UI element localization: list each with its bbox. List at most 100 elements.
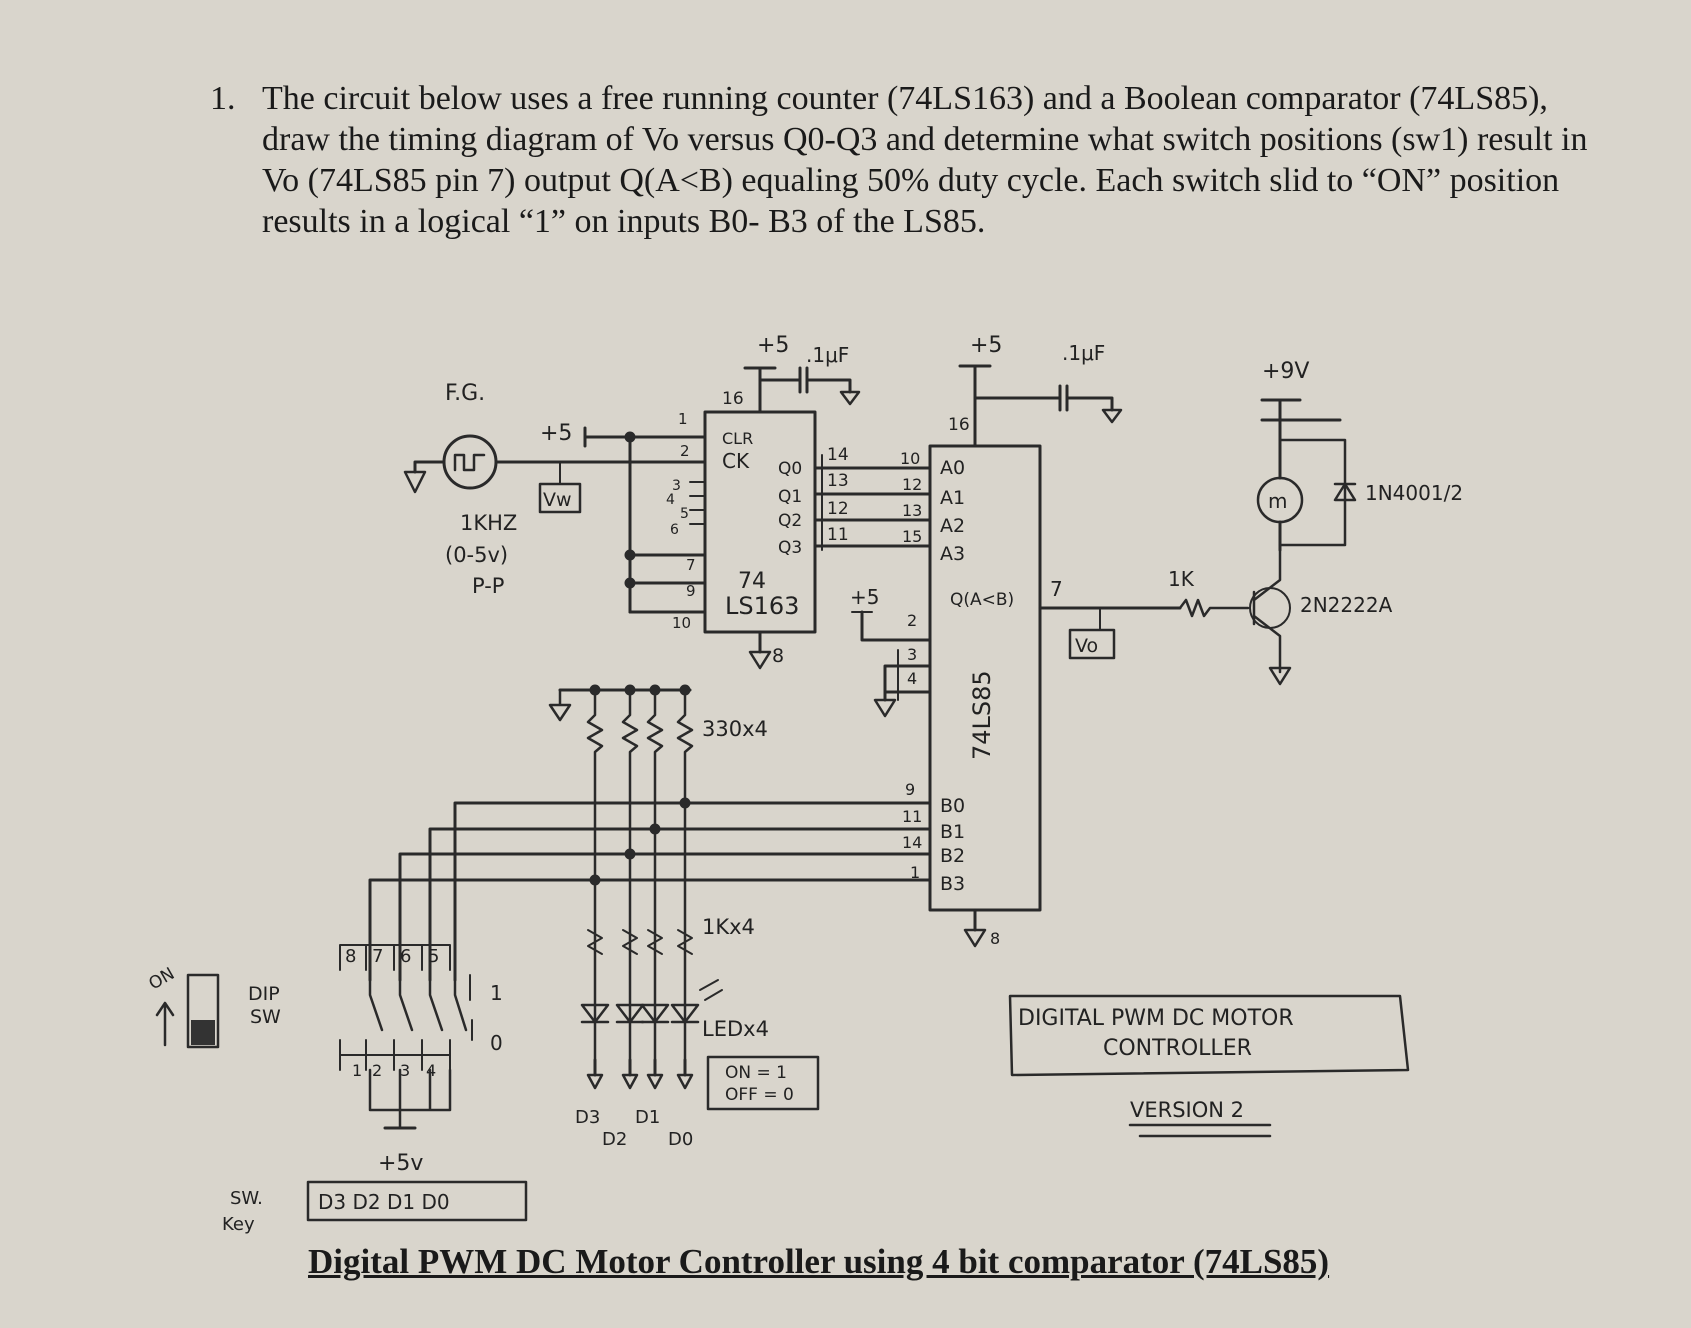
counter-pin-1: 1 [678,410,688,428]
led-key-on: ON = 1 [725,1063,787,1083]
dip-pin-5: 5 [428,946,439,967]
fg-label: F.G. [445,381,485,406]
counter-out-pin-11: 11 [827,525,849,545]
comparator-b3: B3 [940,873,965,895]
comparator-a-pin-15: 15 [902,527,922,546]
comparator-a-pin-12: 12 [902,475,922,494]
counter-out-pin-12: 12 [827,499,849,519]
comparator-b2: B2 [940,845,965,867]
comparator-b-pin-11: 11 [902,807,922,826]
question-number: 1. [210,80,236,117]
dip-zero: 0 [490,1031,503,1055]
motor-symbol: m [1268,489,1287,513]
counter-gnd-pin: 8 [772,645,784,667]
dip-label-1: DIP [248,983,280,1005]
fg-amplitude: (0-5v) [445,543,508,567]
dip-pin-2: 2 [372,1061,382,1080]
dip-pin-6: 6 [400,946,411,967]
counter-cap: .1μF [806,343,849,367]
version-label: VERSION 2 [1130,1098,1244,1122]
counter-pin-4: 4 [666,492,675,508]
function-generator: F.G. +5 Vw 1KHZ (0-5v) P-P [403,381,707,598]
counter-pin-6: 6 [670,522,679,538]
comparator-b0: B0 [940,795,965,817]
b-bus [368,797,932,982]
comparator-a2: A2 [940,515,965,537]
dip-pin-7: 7 [372,946,383,967]
counter-q1: Q1 [778,487,802,507]
comparator-b1: B1 [940,821,965,843]
counter-vcc-pin: 16 [722,389,744,409]
comparator-gnd-pin: 8 [990,929,1000,948]
counter-74ls163: CLR CK Q0 Q1 Q2 Q3 74 LS163 1 2 3 4 5 6 … [624,333,932,670]
comparator-a0: A0 [940,457,965,479]
dip-on-label: ON [146,964,179,994]
counter-out-pin-13: 13 [827,471,849,491]
dip-one: 1 [490,981,503,1005]
dip-pin-1: 1 [352,1061,362,1080]
comparator-b-pin-1: 1 [910,863,920,882]
vo-label: Vo [1075,635,1098,657]
counter-name-2: LS163 [725,592,799,620]
led-label: LEDx4 [702,1017,769,1041]
sw-key-label-2: Key [222,1214,255,1235]
led-key-off: OFF = 0 [725,1085,794,1105]
counter-ck-label: CK [722,449,750,473]
counter-name-1: 74 [738,569,766,594]
title-box-line-1: DIGITAL PWM DC MOTOR [1018,1006,1294,1031]
fg-plus5: +5 [540,421,572,446]
dip-pin-8: 8 [345,946,356,967]
comparator-cascade-pin-3: 3 [907,645,917,664]
sw-key-label-1: SW. [230,1188,263,1209]
base-resistor-label: 1K [1168,567,1195,591]
figure-caption: Digital PWM DC Motor Controller using 4 … [308,1242,1330,1281]
comparator-output-label: Q(A<B) [950,590,1014,610]
comparator-b-pin-9: 9 [905,780,915,799]
comparator-74ls85: A0 A1 A2 A3 10 12 13 15 Q(A<B) 7 74LS85 … [850,333,1182,948]
comparator-b-pin-14: 14 [902,833,922,852]
counter-q3: Q3 [778,538,802,558]
diode-label: 1N4001/2 [1365,481,1463,505]
motor-driver: 1K 2N2222A m +9V 1N4001/2 [1168,359,1463,686]
fg-pp: P-P [472,574,504,598]
comparator-name: 74LS85 [968,670,996,760]
comparator-cascade-plus5: +5 [850,585,879,609]
counter-pin-10: 10 [672,614,691,632]
comparator-cascade-pin-2: 2 [907,611,917,630]
led-bank: 330x4 1Kx4 LEDx4 D3 D2 D1 D0 ON = 1 OFF [548,684,820,1150]
led-d2: D2 [602,1129,627,1150]
led-resistor-label: 1Kx4 [702,915,755,939]
comparator-a1: A1 [940,487,965,509]
counter-supply: +5 [757,333,789,358]
dip-label-2: SW [250,1006,281,1028]
fg-frequency: 1KHZ [460,511,517,535]
title-box: DIGITAL PWM DC MOTOR CONTROLLER VERSION … [1008,994,1410,1138]
counter-pin-9: 9 [686,582,696,600]
comparator-a3: A3 [940,543,965,565]
counter-clr-label: CLR [722,429,753,448]
dip-switch: 8 7 6 5 1 2 3 4 +5v 1 0 ON DIP SW SW. [146,944,528,1235]
sw-key: D3 D2 D1 D0 [318,1190,450,1214]
comparator-a-pin-13: 13 [902,501,922,520]
counter-out-pin-14: 14 [827,445,849,465]
counter-q0: Q0 [778,459,802,479]
dip-plus5: +5v [378,1151,423,1176]
counter-pin-3: 3 [672,478,681,494]
motor-supply: +9V [1262,359,1309,384]
title-box-line-2: CONTROLLER [1103,1036,1252,1061]
question-text: The circuit below uses a free running co… [262,80,1588,240]
counter-q2: Q2 [778,511,802,531]
pullup-label: 330x4 [702,717,768,741]
counter-pin-2: 2 [680,442,690,460]
led-d1: D1 [635,1107,660,1128]
transistor-label: 2N2222A [1300,593,1393,617]
comparator-supply: +5 [970,333,1002,358]
comparator-a-pin-10: 10 [900,449,920,468]
counter-pin-7: 7 [686,556,696,574]
counter-pin-5: 5 [680,506,689,522]
dip-pin-3: 3 [400,1061,410,1080]
vw-label: Vw [543,489,572,511]
comparator-output-pin: 7 [1050,577,1063,601]
